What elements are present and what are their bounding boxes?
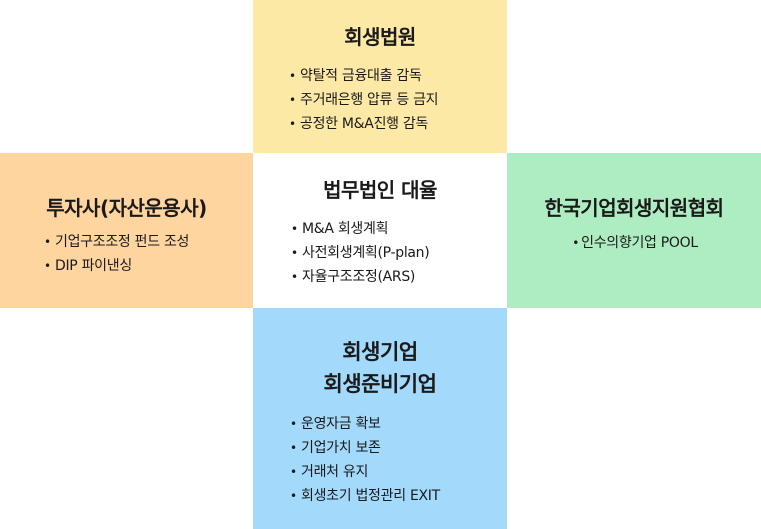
list-item: 공정한 M&A진행 감독 [289, 112, 438, 136]
court-box: 회생법원 약탈적 금융대출 감독 주거래은행 압류 등 금지 공정한 M&A진행… [253, 0, 507, 153]
law-firm-title: 법무법인 대율 [323, 178, 437, 202]
list-item: 기업구조조정 펀드 조성 [44, 230, 189, 254]
rehab-company-title: 회생기업 회생준비기업 [253, 336, 507, 400]
list-item: 기업가치 보존 [290, 436, 440, 460]
law-firm-box: 법무법인 대율 M&A 회생계획 사전회생계획(P-plan) 자율구조조정(A… [253, 153, 507, 308]
court-list: 약탈적 금융대출 감독 주거래은행 압류 등 금지 공정한 M&A진행 감독 [289, 64, 439, 136]
association-box: 한국기업회생지원협회 인수의향기업 POOL [507, 153, 761, 308]
association-list: 인수의향기업 POOL [507, 231, 761, 255]
investor-list: 기업구조조정 펀드 조성 DIP 파이낸싱 [44, 230, 189, 278]
list-item: 거래처 유지 [290, 460, 440, 484]
association-title: 한국기업회생지원협회 [544, 196, 725, 220]
list-item: 약탈적 금융대출 감독 [289, 64, 438, 88]
list-item: 인수의향기업 POOL [507, 231, 761, 255]
law-firm-list: M&A 회생계획 사전회생계획(P-plan) 자율구조조정(ARS) [291, 217, 430, 289]
list-item: 운영자금 확보 [290, 412, 440, 436]
title-line: 회생기업 [342, 340, 418, 364]
investor-box: 투자사(자산운용사) 기업구조조정 펀드 조성 DIP 파이낸싱 [0, 153, 253, 308]
list-item: 자율구조조정(ARS) [291, 265, 429, 289]
list-item: M&A 회생계획 [291, 217, 429, 241]
list-item: DIP 파이낸싱 [44, 254, 189, 278]
court-title: 회생법원 [344, 25, 416, 49]
list-item: 주거래은행 압류 등 금지 [289, 88, 439, 112]
list-item: 회생초기 법정관리 EXIT [290, 484, 440, 508]
rehab-company-box: 회생기업 회생준비기업 운영자금 확보 기업가치 보존 거래처 유지 회생초기 … [253, 308, 507, 529]
title-line: 회생준비기업 [323, 372, 437, 396]
investor-title: 투자사(자산운용사) [46, 196, 207, 220]
list-item: 사전회생계획(P-plan) [291, 241, 430, 265]
rehab-company-list: 운영자금 확보 기업가치 보존 거래처 유지 회생초기 법정관리 EXIT [290, 412, 440, 508]
